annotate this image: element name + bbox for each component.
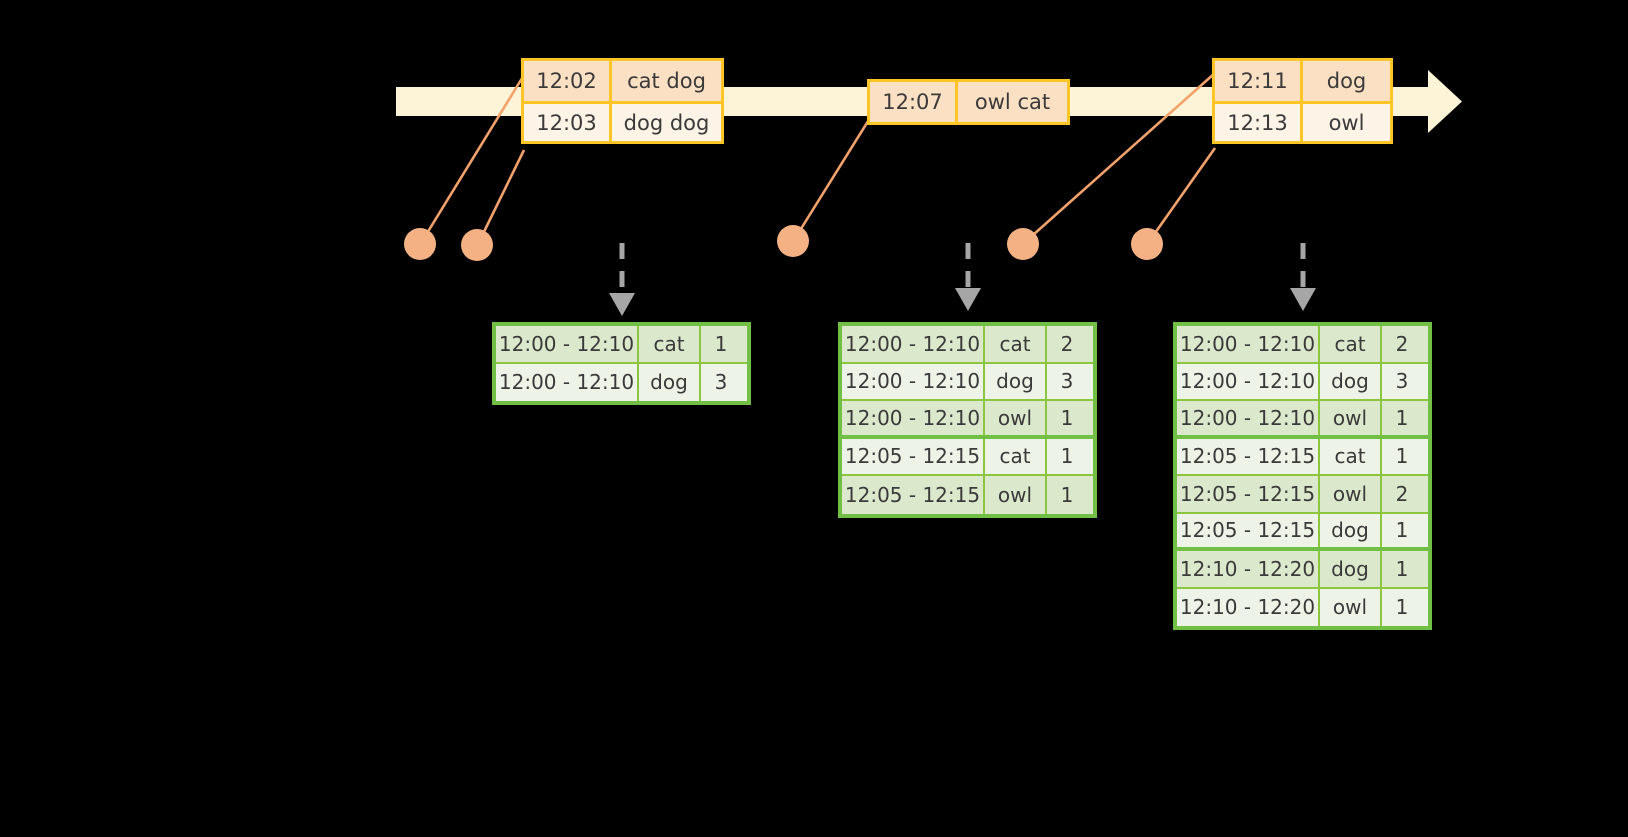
- word-cell: cat: [639, 326, 701, 362]
- event-time: 12:13: [1215, 104, 1303, 141]
- window-cell: 12:00 - 12:10: [842, 363, 985, 399]
- word-cell: cat: [1320, 326, 1382, 362]
- count-cell: 1: [1395, 405, 1409, 430]
- count-cell: 1: [1395, 595, 1409, 620]
- event-row[interactable]: 12:03 dog dog: [524, 101, 721, 141]
- window-cell: 12:00 - 12:10: [496, 326, 639, 362]
- event-words: owl cat: [974, 90, 1051, 114]
- event-box-2[interactable]: 12:07 owl cat: [867, 79, 1070, 125]
- event-dot-3: [777, 225, 809, 257]
- word-cell: dog: [639, 363, 701, 401]
- window-cell: 12:00 - 12:10: [1177, 363, 1320, 399]
- window-cell: 12:00 - 12:10: [842, 326, 985, 362]
- word-cell: owl: [1320, 401, 1382, 435]
- word-cell: dog: [1320, 513, 1382, 547]
- window-cell: 12:00 - 12:10: [1177, 326, 1320, 362]
- count-cell: 1: [1395, 556, 1409, 581]
- word-cell: dog: [1320, 551, 1382, 587]
- event-box-3[interactable]: 12:11 dog 12:13 owl: [1212, 58, 1393, 144]
- count-cell: 2: [1060, 331, 1074, 356]
- event-time: 12:02: [524, 61, 612, 101]
- emit-arrows-group: [609, 243, 1316, 316]
- event-time: 12:07: [870, 82, 958, 122]
- count-cell: 1: [714, 331, 728, 356]
- window-cell: 12:00 - 12:10: [842, 401, 985, 435]
- event-words: dog: [1326, 69, 1367, 93]
- window-cell: 12:05 - 12:15: [1177, 476, 1320, 512]
- event-row[interactable]: 12:07 owl cat: [870, 82, 1067, 122]
- window-cell: 12:00 - 12:10: [1177, 401, 1320, 435]
- word-cell: dog: [985, 363, 1047, 399]
- count-cell: 2: [1395, 481, 1409, 506]
- emit-arrow-3: [1290, 243, 1316, 311]
- event-words: dog dog: [623, 110, 710, 135]
- window-cell: 12:05 - 12:15: [1177, 438, 1320, 474]
- word-cell: cat: [985, 438, 1047, 474]
- word-cell: cat: [985, 326, 1047, 362]
- word-cell: dog: [1320, 363, 1382, 399]
- count-cell: 2: [1395, 331, 1409, 356]
- emit-arrow-1: [609, 243, 635, 316]
- event-dot-1: [404, 228, 436, 260]
- event-dot-2: [461, 229, 493, 261]
- event-dot-4: [1007, 228, 1039, 260]
- event-row[interactable]: 12:11 dog: [1215, 61, 1390, 101]
- word-cell: owl: [985, 401, 1047, 435]
- count-cell: 1: [1060, 405, 1074, 430]
- window-cell: 12:10 - 12:20: [1177, 551, 1320, 587]
- event-time: 12:11: [1215, 61, 1303, 101]
- count-cell: 1: [1060, 444, 1074, 469]
- count-cell: 3: [714, 370, 728, 395]
- window-cell: 12:00 - 12:10: [496, 363, 639, 401]
- window-cell: 12:05 - 12:15: [842, 438, 985, 474]
- event-time: 12:03: [524, 104, 612, 141]
- event-dot-5: [1131, 228, 1163, 260]
- window-cell: 12:05 - 12:15: [842, 476, 985, 514]
- window-cell: 12:10 - 12:20: [1177, 588, 1320, 626]
- emit-arrow-2: [955, 243, 981, 311]
- event-words: owl: [1328, 110, 1365, 135]
- event-dots-group: [404, 225, 1163, 261]
- count-cell: 3: [1395, 369, 1409, 394]
- event-row[interactable]: 12:02 cat dog: [524, 61, 721, 101]
- word-cell: owl: [1320, 476, 1382, 512]
- event-words: cat dog: [627, 69, 706, 93]
- word-cell: owl: [985, 476, 1047, 514]
- count-cell: 1: [1395, 518, 1409, 543]
- count-cell: 1: [1060, 482, 1074, 507]
- word-cell: cat: [1320, 438, 1382, 474]
- word-cell: owl: [1320, 588, 1382, 626]
- event-row[interactable]: 12:13 owl: [1215, 101, 1390, 141]
- window-cell: 12:05 - 12:15: [1177, 513, 1320, 547]
- count-cell: 3: [1060, 369, 1074, 394]
- count-cell: 1: [1395, 444, 1409, 469]
- event-box-1[interactable]: 12:02 cat dog 12:03 dog dog: [521, 58, 724, 144]
